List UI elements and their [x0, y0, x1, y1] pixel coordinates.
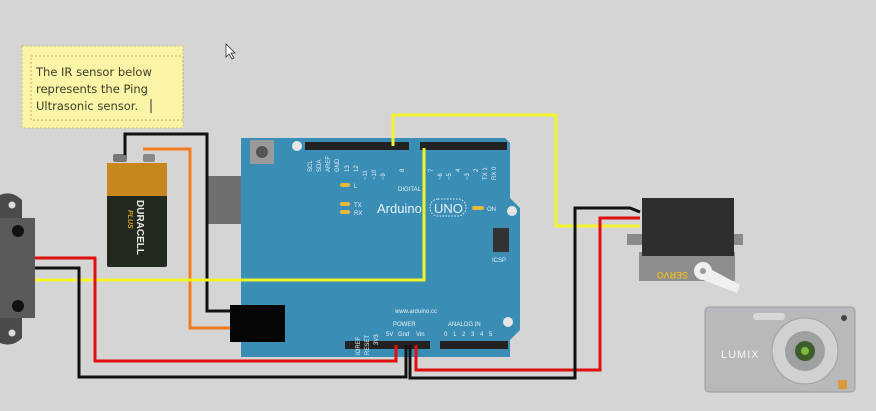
arduino-model-text: UNO: [434, 201, 463, 216]
mouse-pointer-icon: [225, 43, 236, 60]
camera-brand: LUMIX: [721, 349, 760, 361]
icsp-label: ICSP: [492, 258, 506, 264]
wire-servo-signal[interactable]: [391, 113, 640, 228]
pin-a0: 0: [444, 332, 448, 338]
pin-8: 8: [400, 168, 406, 172]
pin-ioref: IOREF: [356, 336, 362, 355]
pin-5: ~5: [447, 172, 453, 180]
pin-12: 12: [354, 165, 360, 172]
pin-vin: Vin: [416, 332, 425, 338]
led-rx-label: RX: [354, 211, 362, 217]
note-line-1: The IR sensor below: [35, 65, 152, 79]
pin-reset: RESET: [365, 335, 371, 355]
digital-header-right: [420, 142, 507, 150]
pin-4: 4: [456, 168, 462, 172]
analog-label: ANALOG IN: [448, 322, 481, 328]
mount-hole: [507, 206, 517, 216]
pin-10: ~10: [372, 169, 378, 180]
pin-9: ~9: [381, 172, 387, 180]
wire-ir-ground[interactable]: [35, 266, 408, 379]
battery-sub: PLUS: [126, 210, 133, 229]
pin-6: ~6: [438, 172, 444, 180]
digital-header-left: [305, 142, 409, 150]
ir-sensor[interactable]: [0, 193, 35, 345]
digital-label: DIGITAL: [398, 187, 422, 193]
pin-2: 2: [474, 168, 480, 172]
servo-motor[interactable]: SERVO: [627, 198, 743, 293]
arduino-logo-text: Arduino: [377, 201, 422, 216]
pin-3v3: 3V3: [374, 334, 380, 345]
pin-a3: 3: [471, 332, 475, 338]
note-line-3: Ultrasonic sensor.: [36, 99, 138, 113]
pin-gnd: Gnd: [398, 332, 409, 338]
note-line-2: represents the Ping: [36, 82, 148, 96]
power-header: [345, 341, 430, 349]
on-label: ON: [487, 207, 496, 213]
wires: [35, 113, 641, 380]
pin-a2: 2: [462, 332, 466, 338]
wire-ir-power[interactable]: [35, 256, 398, 363]
camera[interactable]: LUMIX: [704, 306, 856, 393]
pin-7: 7: [429, 168, 435, 172]
arduino-url: www.arduino.cc: [394, 309, 437, 315]
power-jack: [230, 305, 285, 342]
wire-ir-signal[interactable]: [35, 148, 426, 282]
mount-hole: [503, 317, 513, 327]
pin-11: ~11: [363, 170, 369, 180]
note-box[interactable]: The IR sensor below represents the Ping …: [21, 45, 184, 129]
pin-3: ~3: [465, 172, 471, 180]
pin-sda: SDA: [317, 160, 323, 172]
analog-header: [440, 341, 508, 349]
pin-5v: 5V: [386, 332, 393, 338]
pin-scl: SCL: [308, 160, 314, 172]
icsp-header: [493, 228, 509, 252]
wire-servo-ground[interactable]: [408, 206, 641, 380]
power-label: POWER: [393, 322, 416, 328]
wire-battery-orange[interactable]: [143, 147, 230, 330]
led-l-label: L: [354, 184, 358, 190]
wire-battery-black[interactable]: [123, 132, 230, 313]
pin-gnd-top: GND: [335, 158, 341, 172]
pin-rx: RX 0: [492, 166, 498, 180]
mount-hole: [292, 141, 302, 151]
battery-9v[interactable]: DURACELL PLUS: [107, 154, 167, 267]
servo-label: SERVO: [657, 270, 688, 280]
pin-aref: AREF: [326, 156, 332, 172]
pin-a5: 5: [489, 332, 493, 338]
pin-a4: 4: [480, 332, 484, 338]
pin-tx: TX 1: [483, 167, 489, 180]
battery-brand: DURACELL: [134, 200, 145, 255]
led-tx-label: TX: [354, 203, 362, 209]
arduino-uno-board[interactable]: ICSP DIGITAL L TX RX ON Arduino UNO www.…: [241, 138, 520, 357]
pin-a1: 1: [453, 332, 457, 338]
pin-13: 13: [345, 165, 351, 172]
wire-servo-power[interactable]: [414, 216, 640, 372]
